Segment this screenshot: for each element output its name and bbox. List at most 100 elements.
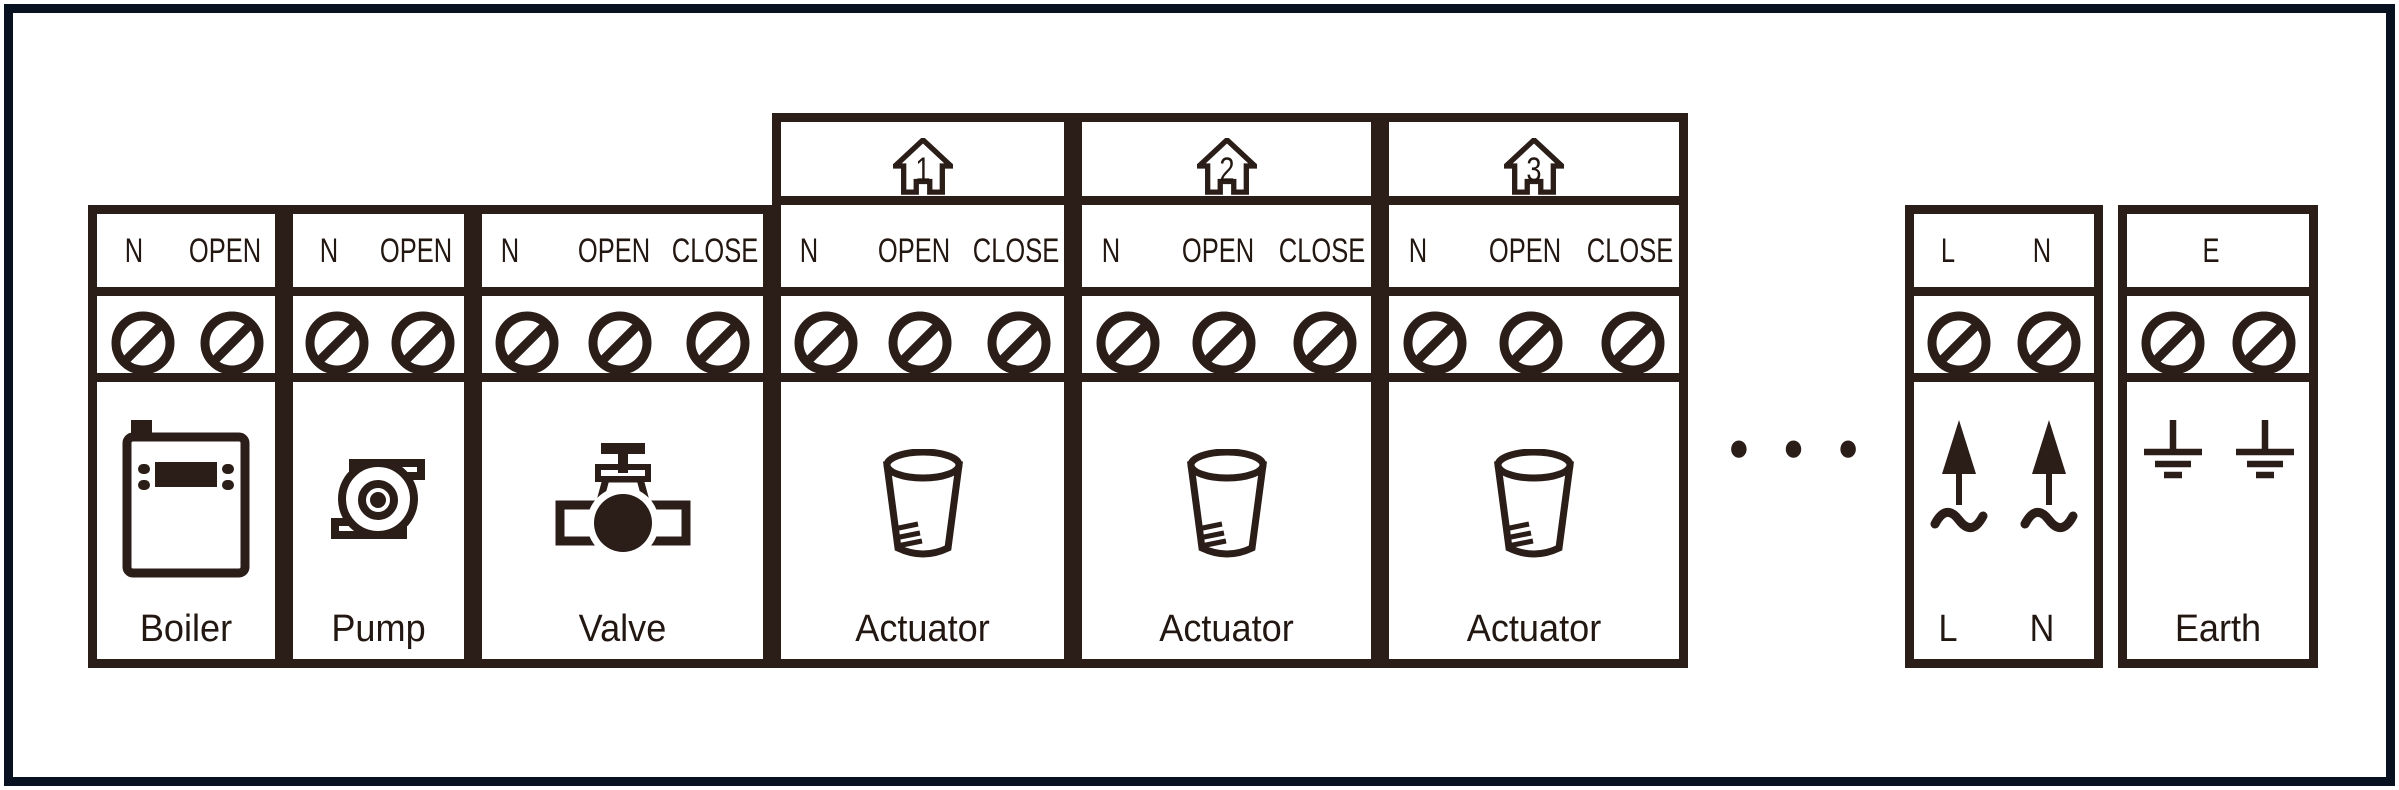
earth-block: E Earth	[2118, 205, 2318, 668]
device-label: Pump	[331, 608, 426, 650]
screw-terminal-icon	[1293, 311, 1357, 375]
bottom-terminal-label: N	[2029, 608, 2055, 650]
screw-terminal-icon	[987, 311, 1051, 375]
bottom-terminal-label: L	[1938, 608, 1958, 650]
actuator-1-icon-area: Actuator	[781, 391, 1064, 659]
terminal-label: OPEN	[1489, 231, 1562, 270]
terminal-label: N	[1408, 231, 1428, 270]
actuator-icon	[1186, 449, 1267, 558]
terminal-label: N	[319, 231, 339, 270]
actuator-icon	[882, 449, 963, 558]
zone-3-header: 3	[1389, 122, 1679, 205]
terminal-label: OPEN	[189, 231, 262, 270]
screw-terminal-icon	[200, 311, 264, 375]
mains-terminal-labels: L N	[1914, 214, 2094, 296]
screw-terminal-icon	[1601, 311, 1665, 375]
ellipsis-dot: ●	[1782, 423, 1805, 470]
house-zone-icon	[1504, 138, 1564, 195]
actuator-2-terminal-labels: N OPEN CLOSE	[1082, 214, 1371, 296]
actuator-1-terminal-labels: N OPEN CLOSE	[781, 214, 1064, 296]
pump-block: N OPEN Pump	[284, 205, 473, 668]
screw-terminal-icon	[495, 311, 559, 375]
device-label: Actuator	[855, 608, 990, 650]
valve-icon-area: Valve	[482, 391, 763, 659]
screw-terminal-icon	[1192, 311, 1256, 375]
earth-icon-area: Earth	[2127, 391, 2309, 659]
actuator-1-block: 1 N OPEN CLOSE Actuator	[772, 113, 1073, 668]
boiler-block: N OPEN Boiler	[88, 205, 284, 668]
terminal-label: N	[800, 231, 819, 270]
house-zone-icon	[892, 138, 953, 195]
terminal-label: N	[2032, 231, 2052, 270]
earth-terminal-row	[2127, 305, 2309, 382]
pump-terminal-labels: N OPEN	[293, 214, 464, 296]
boiler-terminal-row	[97, 305, 275, 382]
terminal-label: OPEN	[379, 231, 453, 270]
screw-terminal-icon	[794, 311, 858, 375]
terminal-label: N	[125, 231, 144, 270]
terminal-label: OPEN	[1181, 231, 1254, 270]
screw-terminal-icon	[2017, 311, 2081, 375]
valve-terminal-row	[482, 305, 763, 382]
house-zone-icon	[1196, 138, 1257, 195]
actuator-icon	[1494, 449, 1574, 558]
actuator-3-terminal-row	[1389, 305, 1679, 382]
screw-terminal-icon	[1403, 311, 1467, 375]
earth-terminal-labels: E	[2127, 214, 2309, 296]
screw-terminal-icon	[888, 311, 952, 375]
terminal-label: CLOSE	[1278, 231, 1366, 270]
valve-icon	[555, 443, 690, 553]
screw-terminal-icon	[1096, 311, 1160, 375]
screw-terminal-icon	[391, 311, 455, 375]
screw-terminal-icon	[305, 311, 369, 375]
actuator-3-icon-area: Actuator	[1389, 391, 1679, 659]
zone-1-header: 1	[781, 122, 1064, 205]
actuator-1-terminal-row	[781, 305, 1064, 382]
terminal-label: N	[1101, 231, 1121, 270]
actuator-2-block: 2 N OPEN CLOSE Actuator	[1073, 113, 1380, 668]
zone-number: 1	[914, 151, 931, 189]
mains-icon-area: L N	[1914, 391, 2094, 659]
terminal-label: OPEN	[577, 231, 651, 270]
screw-terminal-icon	[686, 311, 750, 375]
actuator-3-terminal-labels: N OPEN CLOSE	[1389, 214, 1679, 296]
actuator-3-block: 3 N OPEN CLOSE Actuator	[1380, 113, 1688, 668]
valve-block: N OPEN CLOSE Valve	[473, 205, 772, 668]
ellipsis-dot: ●	[1728, 423, 1750, 470]
terminal-label: CLOSE	[972, 231, 1060, 270]
zone-2-header: 2	[1082, 122, 1371, 205]
screw-terminal-icon	[2232, 311, 2295, 375]
terminal-label: CLOSE	[1586, 231, 1673, 270]
boiler-terminal-labels: N OPEN	[97, 214, 275, 296]
terminal-label: L	[1941, 231, 1956, 270]
terminal-label: CLOSE	[671, 231, 759, 270]
screw-terminal-icon	[111, 311, 175, 375]
more-actuators-ellipsis: ● ● ●	[1728, 423, 1859, 470]
boiler-icon-area: Boiler	[97, 391, 275, 659]
terminal-label: E	[2202, 231, 2220, 270]
valve-terminal-labels: N OPEN CLOSE	[482, 214, 763, 296]
pump-terminal-row	[293, 305, 464, 382]
ellipsis-dot: ●	[1837, 423, 1859, 470]
device-label: Boiler	[139, 608, 233, 650]
mains-terminal-row	[1914, 305, 2094, 382]
device-label: Actuator	[1159, 608, 1294, 650]
pump-icon	[330, 459, 425, 539]
actuator-2-terminal-row	[1082, 305, 1371, 382]
mains-supply-block: L N L N	[1905, 205, 2103, 668]
terminal-label: OPEN	[877, 231, 951, 270]
screw-terminal-icon	[2141, 311, 2204, 375]
screw-terminal-icon	[588, 311, 652, 375]
zone-number: 2	[1218, 151, 1235, 189]
earth-symbol-icon	[2236, 420, 2295, 479]
terminal-label: N	[500, 231, 520, 270]
device-label: Actuator	[1466, 608, 1602, 650]
pump-icon-area: Pump	[293, 391, 464, 659]
ac-supply-arrow-icon	[1930, 420, 1988, 532]
zone-number: 3	[1526, 151, 1542, 189]
ac-supply-arrow-icon	[2020, 420, 2078, 532]
screw-terminal-icon	[1927, 311, 1991, 375]
earth-symbol-icon	[2143, 420, 2202, 479]
actuator-2-icon-area: Actuator	[1082, 391, 1371, 659]
